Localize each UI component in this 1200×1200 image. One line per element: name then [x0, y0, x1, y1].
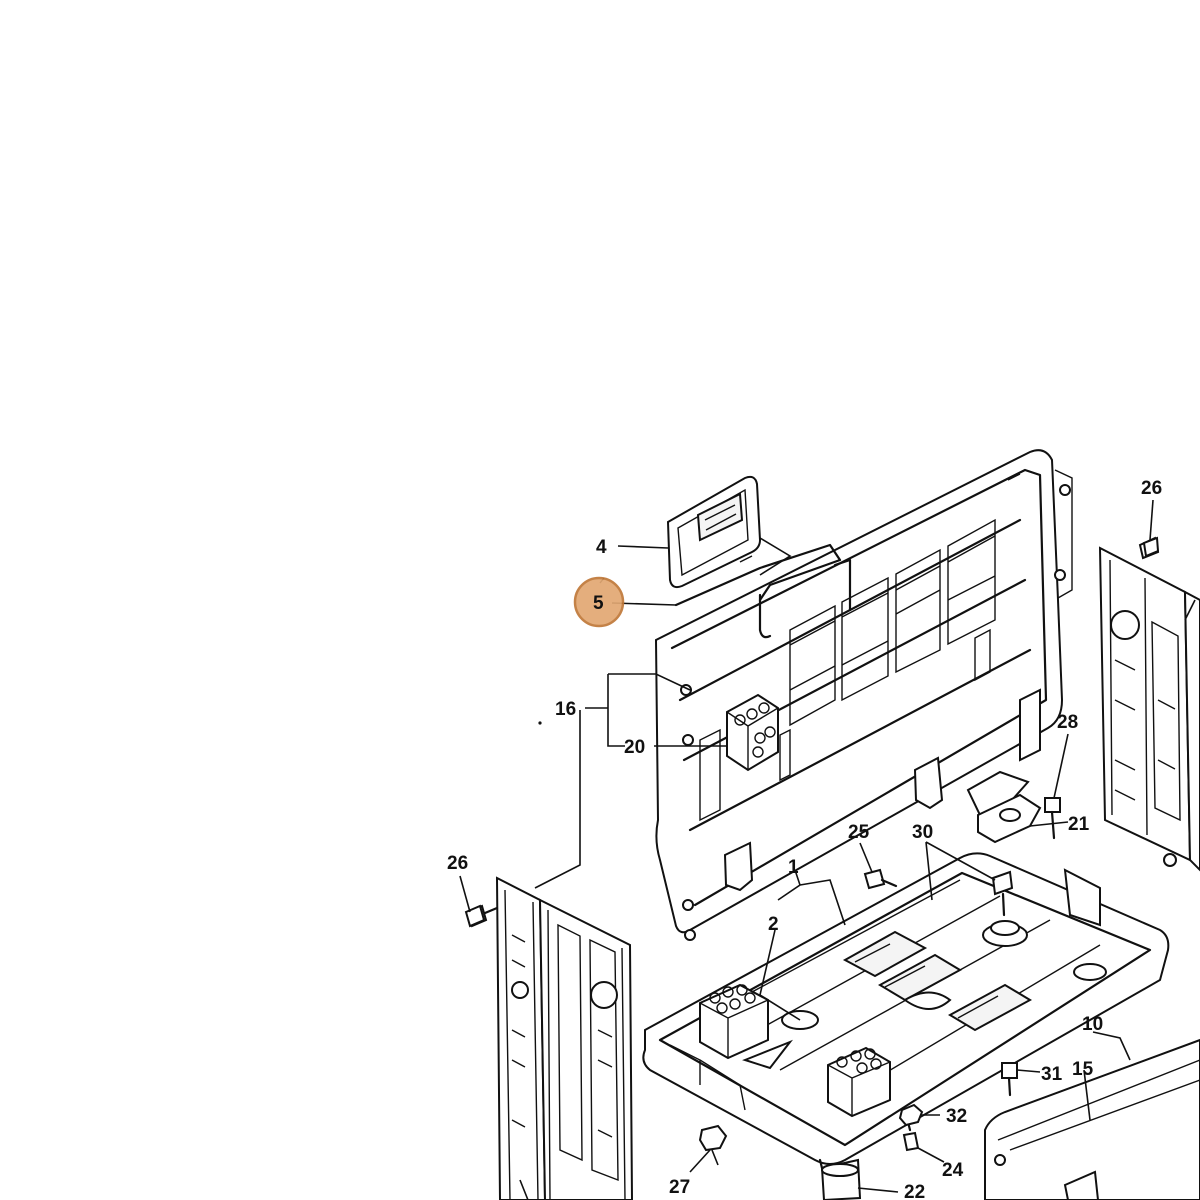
callout-5-highlight [573, 576, 625, 628]
screw-part-26-right [1142, 536, 1160, 558]
callout-26-right: 26 [1141, 478, 1162, 499]
callout-32: 32 [946, 1106, 967, 1127]
callout-31: 31 [1041, 1064, 1063, 1085]
leader-lines [459, 499, 1196, 1200]
front-frame-part-10 [984, 1038, 1200, 1200]
callout-21: 21 [1068, 814, 1090, 835]
callout-labels: 4 5 16 20 26 26 28 21 25 30 1 2 10 15 31… [447, 478, 1162, 1200]
stud-part-30 [990, 870, 1020, 936]
cover-plate-part-4 [666, 475, 792, 589]
callout-25: 25 [848, 822, 870, 843]
bolt-part-28 [1044, 797, 1061, 840]
insulation-block-part-2b [827, 1046, 891, 1118]
callout-26-left: 26 [447, 853, 468, 874]
callout-22: 22 [904, 1182, 925, 1200]
callout-16: 16 [555, 699, 576, 720]
callout-28: 28 [1057, 712, 1078, 733]
callout-4: 4 [596, 537, 607, 558]
mount-part-22 [820, 1158, 862, 1200]
nut-part-24 [902, 1131, 920, 1152]
nut-part-32 [898, 1103, 924, 1127]
bolt-part-31 [1001, 1062, 1018, 1097]
left-side-rail [466, 876, 634, 1200]
seal-strip-part-5 [674, 543, 842, 607]
callout-27: 27 [669, 1177, 690, 1198]
callout-24: 24 [942, 1160, 964, 1181]
callout-1: 1 [788, 857, 799, 878]
callout-5: 5 [593, 593, 604, 614]
callout-2: 2 [768, 914, 779, 935]
callout-15: 15 [1072, 1059, 1094, 1080]
right-side-rail [1098, 536, 1200, 872]
nut-part-27 [698, 1124, 728, 1152]
callout-30: 30 [912, 822, 933, 843]
callout-20: 20 [624, 737, 645, 758]
insulation-block-part-20 [726, 693, 779, 772]
bolt-part-25 [863, 868, 898, 890]
callout-10: 10 [1082, 1014, 1103, 1035]
back-panel [654, 449, 1073, 941]
insulation-block-part-2a [699, 983, 769, 1060]
bracket-part-21 [966, 770, 1042, 844]
